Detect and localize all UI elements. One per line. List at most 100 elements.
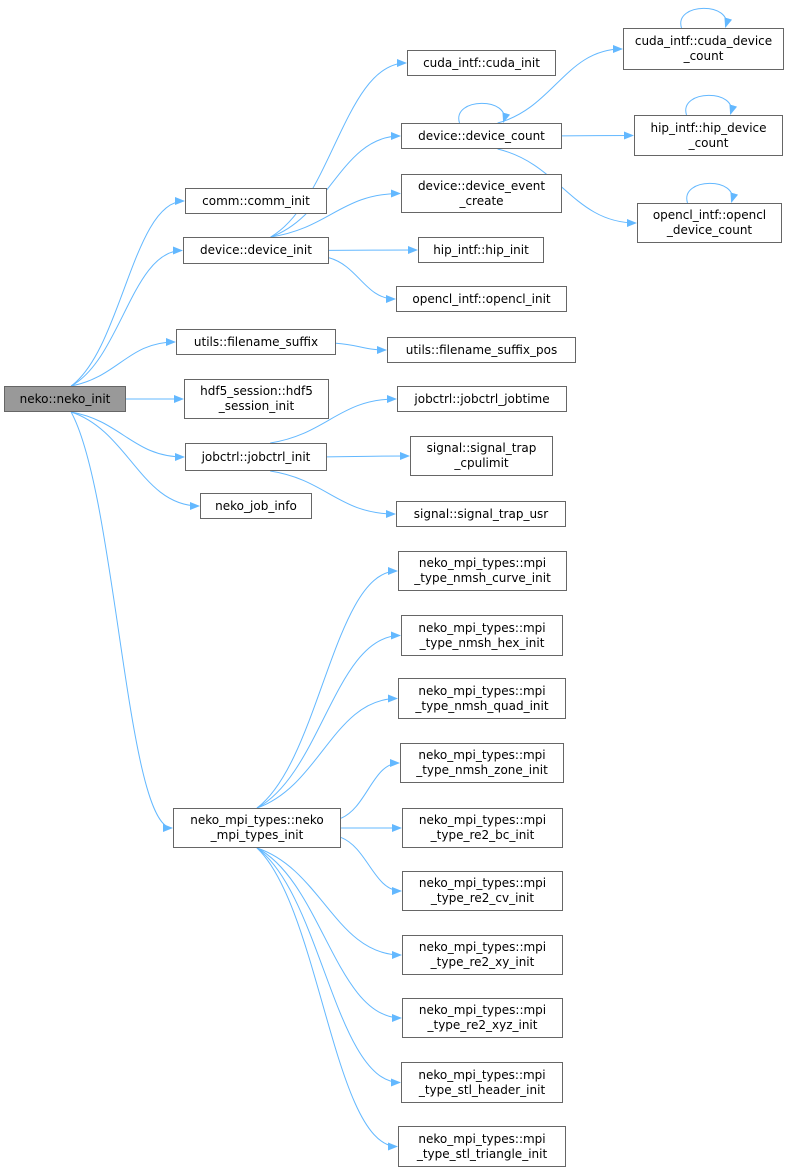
edge-jobctrl-init-to-signal-trap-cpulimit — [326, 452, 410, 461]
edge-neko-mpi-types-init-to-mpi-stl-header — [256, 847, 401, 1087]
node-label: device::device_event — [417, 178, 546, 193]
node-label: hdf5_session::hdf5 — [200, 384, 313, 398]
edge-device-init-to-opencl-init — [328, 257, 396, 303]
edge-neko-init-to-neko-job-info — [70, 411, 200, 510]
node-label: device::device_init — [200, 243, 312, 257]
node-label: _count — [683, 49, 724, 63]
node-label: _type_re2_cv_init — [430, 891, 535, 905]
node-label: signal::signal_trap — [426, 441, 537, 455]
node-signal-trap-cpulimit[interactable]: signal::signal_trap_cpulimit — [410, 436, 553, 476]
node-label: opencl_intf::opencl — [652, 208, 767, 222]
node-label: _type_re2_xy_init — [430, 955, 535, 969]
node-label: jobctrl::jobctrl_jobtime — [414, 391, 550, 406]
edge-neko-init-to-jobctrl-init — [71, 411, 185, 461]
edge-neko-mpi-types-init-to-mpi-nmsh-curve — [256, 567, 398, 809]
node-hdf5-session-init[interactable]: hdf5_session::hdf5_session_init — [184, 379, 329, 419]
edge-device-count-to-cuda-device-count — [497, 45, 623, 124]
node-neko-mpi-types-init[interactable]: neko_mpi_types::neko_mpi_types_init — [173, 808, 341, 848]
node-label: _count — [688, 135, 729, 150]
node-label: neko::neko_init — [19, 391, 111, 406]
node-mpi-stl-header[interactable]: neko_mpi_types::mpi_type_stl_header_init — [401, 1062, 563, 1103]
node-mpi-nmsh-zone[interactable]: neko_mpi_types::mpi_type_nmsh_zone_init — [400, 743, 564, 783]
node-hip-init[interactable]: hip_intf::hip_init — [418, 237, 544, 263]
node-mpi-nmsh-quad[interactable]: neko_mpi_types::mpi_type_nmsh_quad_init — [398, 678, 566, 719]
node-jobctrl-init[interactable]: jobctrl::jobctrl_init — [185, 443, 327, 471]
node-label: device::device_count — [418, 128, 545, 143]
edge-jobctrl-init-to-signal-trap-usr — [270, 470, 396, 518]
node-label: _create — [459, 193, 504, 208]
node-mpi-nmsh-hex[interactable]: neko_mpi_types::mpi_type_nmsh_hex_init — [401, 615, 563, 656]
node-label: jobctrl::jobctrl_init — [201, 449, 311, 464]
node-label: neko_mpi_types::mpi — [418, 1067, 546, 1082]
node-neko-job-info[interactable]: neko_job_info — [200, 493, 312, 519]
node-label: _cpulimit — [454, 456, 509, 470]
edge-device-init-to-device-event-create — [270, 189, 401, 238]
edge-device-count-to-opencl-device-count — [497, 148, 637, 227]
edge-neko-init-to-neko-mpi-types-init — [70, 411, 173, 832]
node-filename-suffix-pos[interactable]: utils::filename_suffix_pos — [387, 337, 576, 363]
edge-neko-mpi-types-init-to-mpi-nmsh-zone — [340, 759, 400, 819]
node-opencl-device-count[interactable]: opencl_intf::opencl_device_count — [637, 203, 782, 243]
edge-hip-device-count-to-hip-device-count — [685, 94, 738, 116]
node-label: _device_count — [666, 223, 753, 237]
node-hip-device-count[interactable]: hip_intf::hip_device_count — [634, 115, 783, 156]
node-label: neko_mpi_types::mpi — [418, 683, 546, 698]
edge-neko-mpi-types-init-to-mpi-nmsh-quad — [256, 694, 398, 809]
node-label: _type_stl_header_init — [418, 1082, 546, 1097]
node-mpi-nmsh-curve[interactable]: neko_mpi_types::mpi_type_nmsh_curve_init — [398, 551, 567, 591]
node-filename-suffix[interactable]: utils::filename_suffix — [176, 329, 336, 355]
node-neko-init[interactable]: neko::neko_init — [4, 386, 126, 412]
node-label: _mpi_types_init — [210, 828, 304, 842]
node-label: cuda_intf::cuda_init — [423, 55, 540, 70]
node-mpi-re2-cv[interactable]: neko_mpi_types::mpi_type_re2_cv_init — [402, 871, 563, 911]
node-label: cuda_intf::cuda_device — [634, 34, 773, 48]
node-label: neko_mpi_types::mpi — [418, 1003, 547, 1017]
node-label: neko_mpi_types::mpi — [418, 940, 547, 954]
node-label: hip_intf::hip_init — [433, 242, 529, 257]
node-label: utils::filename_suffix_pos — [405, 342, 558, 357]
node-label: neko_mpi_types::mpi — [418, 620, 546, 635]
node-label: neko_mpi_types::mpi — [418, 813, 547, 827]
node-jobctrl-jobtime[interactable]: jobctrl::jobctrl_jobtime — [397, 386, 567, 412]
node-device-init[interactable]: device::device_init — [183, 237, 329, 264]
node-label: opencl_intf::opencl_init — [412, 291, 551, 306]
node-label: _type_nmsh_zone_init — [416, 763, 548, 777]
edge-neko-mpi-types-init-to-mpi-re2-xyz — [256, 847, 402, 1022]
node-mpi-re2-xy[interactable]: neko_mpi_types::mpi_type_re2_xy_init — [402, 935, 563, 975]
node-label: _type_re2_bc_init — [430, 828, 535, 842]
edge-device-count-to-device-count — [458, 102, 511, 124]
node-comm-init[interactable]: comm::comm_init — [185, 188, 327, 214]
node-label: _session_init — [218, 399, 295, 413]
node-label: neko_mpi_types::neko — [190, 813, 324, 827]
edge-neko-mpi-types-init-to-mpi-re2-cv — [340, 836, 402, 895]
node-cuda-device-count[interactable]: cuda_intf::cuda_device_count — [623, 28, 784, 70]
edge-device-init-to-device-count — [270, 132, 401, 238]
node-device-count[interactable]: device::device_count — [401, 123, 562, 149]
node-label: comm::comm_init — [202, 193, 310, 208]
node-label: hip_intf::hip_device — [650, 120, 767, 135]
edge-device-init-to-cuda-init — [270, 59, 407, 238]
node-label: neko_job_info — [215, 498, 297, 513]
node-label: neko_mpi_types::mpi — [418, 876, 547, 890]
node-signal-trap-usr[interactable]: signal::signal_trap_usr — [396, 501, 566, 527]
node-label: utils::filename_suffix — [193, 334, 319, 349]
node-label: _type_nmsh_curve_init — [414, 571, 551, 585]
edge-filename-suffix-to-filename-suffix-pos — [335, 342, 387, 354]
node-cuda-init[interactable]: cuda_intf::cuda_init — [407, 50, 556, 76]
node-device-event-create[interactable]: device::device_event_create — [401, 174, 562, 213]
node-label: _type_nmsh_quad_init — [415, 698, 549, 713]
edge-cuda-device-count-to-cuda-device-count — [680, 7, 733, 29]
node-label: neko_mpi_types::mpi — [418, 1131, 546, 1146]
node-label: _type_nmsh_hex_init — [419, 635, 545, 650]
node-mpi-re2-bc[interactable]: neko_mpi_types::mpi_type_re2_bc_init — [402, 808, 563, 848]
node-mpi-stl-triangle[interactable]: neko_mpi_types::mpi_type_stl_triangle_in… — [398, 1126, 566, 1167]
node-mpi-re2-xyz[interactable]: neko_mpi_types::mpi_type_re2_xyz_init — [402, 998, 563, 1038]
edge-neko-mpi-types-init-to-mpi-nmsh-hex — [256, 631, 401, 809]
edge-neko-init-to-comm-init — [70, 197, 185, 387]
node-opencl-init[interactable]: opencl_intf::opencl_init — [396, 286, 567, 312]
edge-neko-init-to-device-init — [70, 246, 183, 387]
edge-neko-mpi-types-init-to-mpi-stl-triangle — [256, 847, 398, 1151]
node-label: _type_re2_xyz_init — [427, 1018, 538, 1032]
